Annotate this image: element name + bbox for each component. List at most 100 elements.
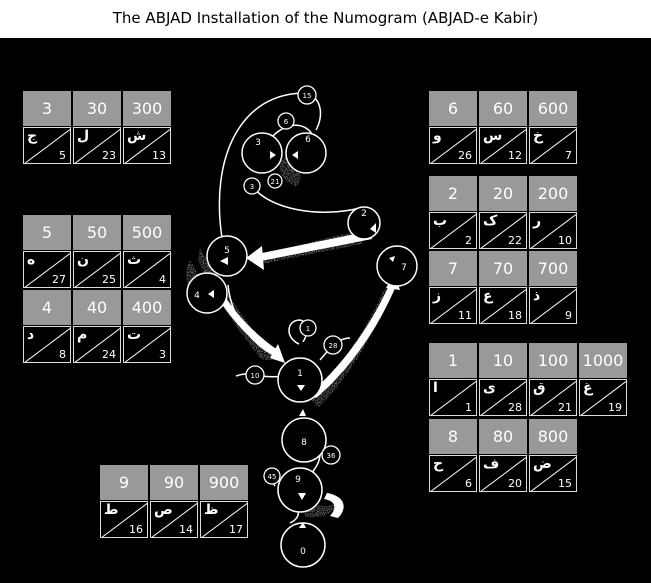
arabic-letter: ز bbox=[433, 288, 442, 304]
letter-order: 7 bbox=[565, 149, 572, 162]
current-label: 21 bbox=[271, 178, 280, 186]
letter-order: 15 bbox=[558, 477, 572, 490]
current-label: 15 bbox=[303, 92, 312, 100]
value-cell: 300 bbox=[123, 91, 171, 126]
letter-order: 14 bbox=[179, 523, 193, 536]
arabic-letter: ج bbox=[27, 128, 38, 144]
letter-order: 8 bbox=[59, 348, 66, 361]
arabic-letter: ب bbox=[433, 213, 448, 229]
zone-label: 8 bbox=[301, 438, 307, 448]
letter-cell: ظ 17 bbox=[200, 501, 248, 538]
diagonal-divider bbox=[430, 213, 476, 248]
letter-order: 21 bbox=[558, 401, 572, 414]
value-cell: 20 bbox=[479, 176, 527, 211]
diagonal-divider bbox=[430, 456, 476, 491]
arabic-letter: ق bbox=[533, 380, 546, 396]
diagonal-divider bbox=[74, 128, 120, 163]
arabic-letter: ص bbox=[154, 502, 173, 518]
letter-order: 13 bbox=[152, 149, 166, 162]
diagonal-divider bbox=[480, 213, 526, 248]
letter-cell: ض 15 bbox=[529, 455, 577, 492]
page-title: The ABJAD Installation of the Numogram (… bbox=[112, 9, 539, 27]
value-cell: 6 bbox=[429, 91, 477, 126]
zone-labels: 3 6 2 5 4 7 1 8 9 0 bbox=[194, 135, 407, 557]
letter-order: 26 bbox=[458, 149, 472, 162]
arabic-letter: ط bbox=[104, 502, 119, 518]
diagonal-divider bbox=[74, 252, 120, 287]
diagonal-divider bbox=[24, 128, 70, 163]
arabic-letter: ح bbox=[433, 456, 444, 472]
arabic-letter: ض bbox=[533, 456, 552, 472]
value-cell: 800 bbox=[529, 419, 577, 454]
arabic-letter: ش bbox=[127, 128, 147, 144]
diagonal-divider bbox=[530, 456, 576, 491]
diagonal-divider bbox=[124, 327, 170, 362]
arabic-letter: ک bbox=[483, 213, 498, 229]
diagram-stage: 3 6 2 5 4 7 1 8 9 0 15 6 21 3 1 28 10 36… bbox=[0, 38, 651, 583]
arabic-letter: و bbox=[433, 128, 442, 144]
arabic-letter: ا bbox=[433, 380, 438, 396]
value-cell: 2 bbox=[429, 176, 477, 211]
title-bar: The ABJAD Installation of the Numogram (… bbox=[0, 0, 651, 38]
arabic-letter: ی bbox=[483, 380, 496, 396]
diagonal-divider bbox=[124, 252, 170, 287]
diagonal-divider bbox=[24, 252, 70, 287]
zone-label: 3 bbox=[255, 138, 261, 148]
value-cell: 9 bbox=[100, 465, 148, 500]
current-label: 10 bbox=[251, 372, 260, 380]
value-cell: 4 bbox=[23, 290, 71, 325]
diagonal-divider bbox=[530, 380, 576, 415]
value-cell: 1 bbox=[429, 343, 477, 378]
diagonal-divider bbox=[201, 502, 247, 537]
diagonal-divider bbox=[480, 456, 526, 491]
arabic-letter: ظ bbox=[204, 502, 219, 518]
zone-label: 1 bbox=[297, 369, 303, 379]
value-cell: 3 bbox=[23, 91, 71, 126]
value-cell: 400 bbox=[123, 290, 171, 325]
letter-order: 17 bbox=[229, 523, 243, 536]
value-cell: 10 bbox=[479, 343, 527, 378]
letter-order: 20 bbox=[508, 477, 522, 490]
letter-cell: ک 22 bbox=[479, 212, 527, 249]
diagonal-divider bbox=[480, 128, 526, 163]
arabic-letter: م bbox=[77, 327, 88, 343]
value-cell: 30 bbox=[73, 91, 121, 126]
letter-order: 6 bbox=[465, 477, 472, 490]
arabic-letter: ت bbox=[127, 327, 142, 343]
current-label: 28 bbox=[329, 342, 338, 350]
diagonal-divider bbox=[480, 380, 526, 415]
current-label: 36 bbox=[327, 452, 336, 460]
diagonal-divider bbox=[480, 288, 526, 323]
zone-label: 4 bbox=[194, 291, 200, 301]
arabic-letter: ن bbox=[77, 252, 89, 268]
value-cell: 8 bbox=[429, 419, 477, 454]
value-cell: 600 bbox=[529, 91, 577, 126]
arabic-letter: ر bbox=[533, 213, 542, 229]
value-cell: 5 bbox=[23, 215, 71, 250]
current-label: 45 bbox=[268, 473, 277, 481]
value-cell: 80 bbox=[479, 419, 527, 454]
letter-order: 22 bbox=[508, 234, 522, 247]
value-cell: 900 bbox=[200, 465, 248, 500]
zone-label: 6 bbox=[305, 135, 311, 145]
zone-label: 9 bbox=[295, 475, 301, 485]
letter-order: 5 bbox=[59, 149, 66, 162]
